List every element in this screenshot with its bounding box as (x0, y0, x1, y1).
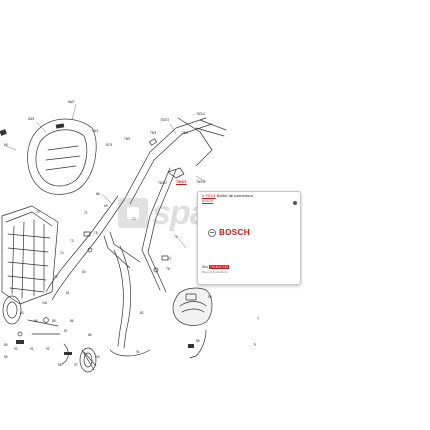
part-reference-link[interactable]: # 75/2/1 (202, 194, 216, 198)
part-label[interactable]: 70 (36, 210, 40, 214)
power-cable (109, 329, 207, 359)
part-label[interactable]: 75/2/5 (196, 180, 205, 184)
close-icon[interactable] (293, 201, 297, 205)
grass-box-basket (1, 205, 59, 305)
part-label[interactable]: 91 (30, 347, 34, 351)
part-label[interactable]: 72 (132, 217, 136, 221)
handle-upper (149, 117, 213, 161)
part-label[interactable]: 57/3 (106, 143, 113, 147)
part-info-popup: # 75/2/1 Boîtier de connecteur BOSCH BOS… (197, 191, 301, 285)
part-label[interactable]: 84 (34, 319, 38, 323)
part-label[interactable]: 75/2/4 (196, 112, 205, 116)
part-label[interactable]: 75/1 (92, 129, 99, 133)
part-label[interactable]: 99 (208, 295, 212, 299)
part-label[interactable]: 83 (20, 311, 24, 315)
part-label[interactable]: 78 (166, 267, 170, 271)
part-label[interactable]: 77 (168, 257, 172, 261)
sku-line: Sku: F016L67219 (202, 265, 230, 269)
wheel-rear-left (2, 295, 22, 325)
grass-box-cover (27, 118, 97, 195)
part-label[interactable]: 75/3 (150, 131, 157, 135)
part-label[interactable]: 79 (54, 275, 58, 279)
part-label[interactable]: 88 (88, 333, 92, 337)
brand-link[interactable]: BOSCH (202, 199, 214, 203)
part-label[interactable]: 75/4 (182, 131, 189, 135)
part-label[interactable]: 74 (60, 251, 64, 255)
part-label[interactable]: 93 (96, 355, 100, 359)
part-label[interactable]: 66/2 (68, 100, 75, 104)
part-name: Boîtier de connecteur (215, 194, 253, 198)
part-label[interactable]: 100 (42, 301, 48, 305)
sku-label: Sku: (202, 265, 210, 269)
part-label-selected[interactable]: 75/2/1 (176, 180, 187, 184)
sku-code: F016L67219 (209, 265, 230, 269)
part-label[interactable]: 75/2/2 (158, 181, 167, 185)
part-label[interactable]: 90 (14, 347, 18, 351)
popup-title: # 75/2/1 Boîtier de connecteur (202, 194, 253, 198)
part-label[interactable]: 65 (4, 143, 8, 147)
more-info-link[interactable]: Plus d'informations (202, 270, 228, 274)
part-label[interactable]: 75 (94, 231, 98, 235)
bosch-armature-icon (208, 228, 216, 237)
part-label[interactable]: 81 (66, 291, 70, 295)
part-label[interactable]: 86 (70, 319, 74, 323)
wheel-rear-right (79, 347, 97, 373)
part-label[interactable]: 73 (70, 239, 74, 243)
part-label[interactable]: 92 (46, 347, 50, 351)
part-label[interactable]: 63/4 (28, 117, 35, 121)
part-label[interactable]: 82 (140, 311, 144, 315)
bosch-logo: BOSCH (208, 228, 250, 237)
part-label[interactable]: 97 (74, 363, 78, 367)
part-label[interactable]: 75/2/3 (160, 118, 169, 122)
part-label[interactable]: 94 (136, 350, 140, 354)
handle-lower (45, 195, 125, 301)
part-label[interactable]: 80 (82, 270, 86, 274)
part-label[interactable]: 68 (96, 192, 100, 196)
part-label[interactable]: 87 (64, 329, 68, 333)
bosch-logo-text: BOSCH (219, 228, 250, 237)
part-label[interactable]: 95 (4, 355, 8, 359)
part-label[interactable]: 71 (84, 211, 88, 215)
part-label[interactable]: 75/2 (124, 137, 131, 141)
part-label[interactable]: 89 (4, 343, 8, 347)
part-label[interactable]: 76 (174, 235, 178, 239)
part-label[interactable]: 96 (58, 363, 62, 367)
part-label[interactable]: 69 (104, 204, 108, 208)
charger (172, 287, 213, 326)
chevron-up-icon[interactable]: ˄ (253, 343, 257, 349)
part-label[interactable]: 85 (52, 319, 56, 323)
part-label[interactable]: 98 (196, 339, 200, 343)
chevron-left-icon[interactable]: ‹ (257, 315, 260, 322)
